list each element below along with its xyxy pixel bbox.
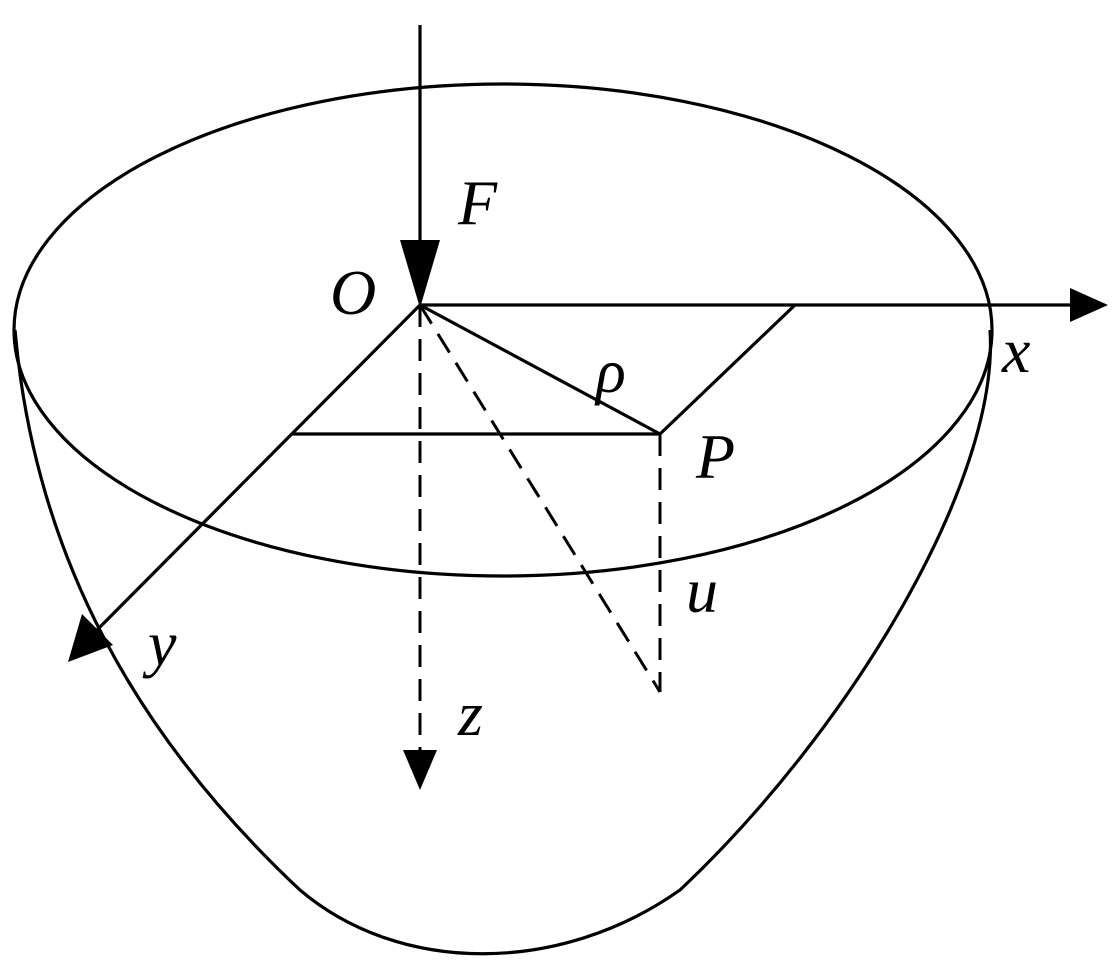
radius-rho-line bbox=[419, 303, 661, 436]
y-axis-arrow-head bbox=[68, 614, 113, 662]
x-axis-arrow-head bbox=[1070, 288, 1108, 322]
label-force: F bbox=[457, 167, 498, 238]
top-rim-ellipse bbox=[12, 82, 994, 578]
y-axis-line bbox=[93, 303, 422, 634]
label-displacement: u bbox=[686, 555, 718, 626]
z-axis-arrow-head bbox=[403, 750, 437, 790]
label-radius: ρ bbox=[594, 338, 626, 406]
bowl-outline bbox=[13, 329, 993, 956]
label-y-axis: y bbox=[142, 608, 177, 679]
force-arrow-head bbox=[400, 240, 440, 308]
projection-to-x-axis bbox=[658, 303, 797, 436]
label-z-axis: z bbox=[457, 678, 483, 749]
diagonal-dashed-line bbox=[418, 304, 662, 693]
label-point: P bbox=[695, 421, 735, 492]
label-x-axis: x bbox=[1001, 315, 1030, 386]
label-origin: O bbox=[330, 257, 376, 328]
